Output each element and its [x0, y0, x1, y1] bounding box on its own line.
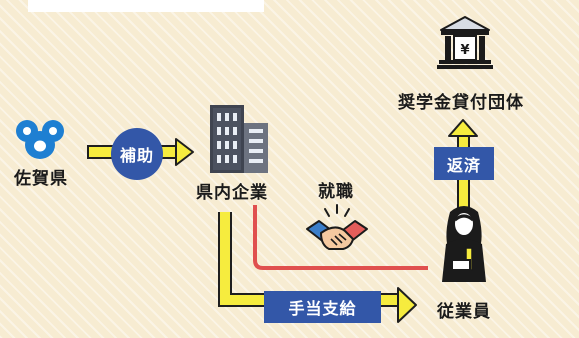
employee-person-icon [442, 206, 486, 282]
employment-line [253, 205, 428, 270]
allowance-arrow-head [397, 287, 417, 323]
yen-symbol: ¥ [460, 43, 469, 58]
repayment-arrow-head [448, 119, 478, 137]
bank-icon: ¥ [437, 16, 493, 69]
employment-label: 就職 [318, 182, 354, 202]
fund-label: 奨学金貸付団体 [398, 93, 524, 113]
top-banner [28, 0, 264, 12]
allowance-badge: 手当支給 [264, 291, 381, 323]
repayment-badge: 返済 [434, 147, 494, 180]
office-building-icon [210, 105, 268, 173]
saga-prefecture-emblem-icon [16, 120, 64, 159]
prefecture-label: 佐賀県 [14, 169, 68, 189]
company-label: 県内企業 [196, 183, 268, 203]
handshake-icon [306, 204, 368, 250]
employee-label: 従業員 [437, 302, 491, 322]
subsidy-arrow-head [175, 138, 194, 166]
subsidy-badge: 補助 [111, 128, 163, 180]
